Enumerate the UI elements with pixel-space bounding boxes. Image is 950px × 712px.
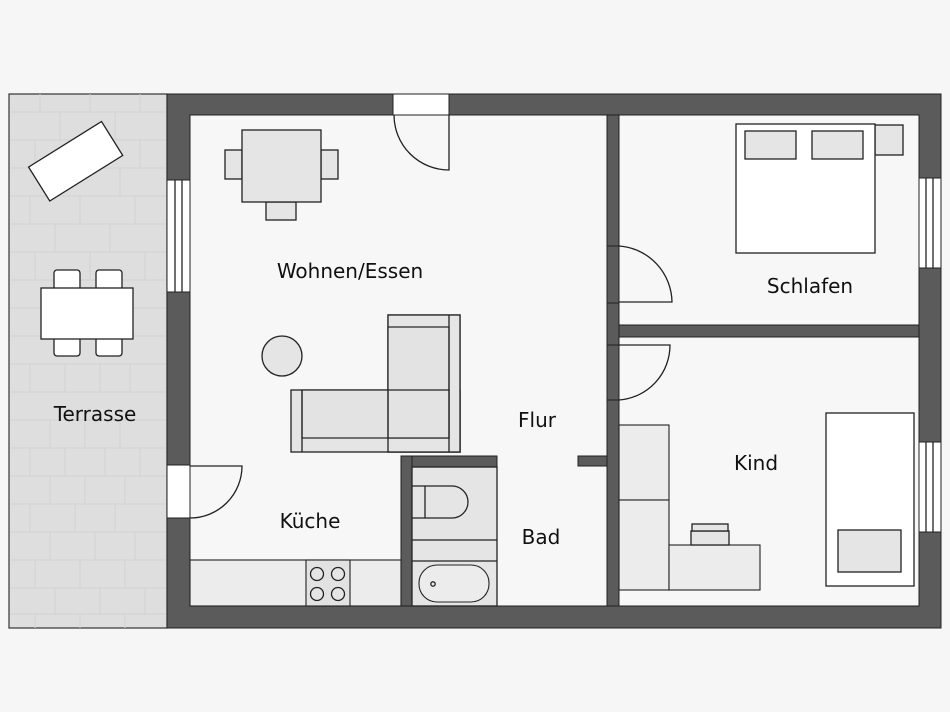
terrace-tiles <box>10 94 166 628</box>
bathroom-fixtures <box>411 466 498 607</box>
double-bed <box>735 123 904 254</box>
terrace-table-set <box>40 269 134 357</box>
single-bed <box>825 412 915 587</box>
schlafen-door[interactable] <box>618 245 673 303</box>
toilet-icon <box>412 485 469 519</box>
bathtub-icon <box>418 564 490 603</box>
entrance-door[interactable] <box>392 93 450 171</box>
kind-window <box>918 441 942 533</box>
room-label-kind: Kind <box>734 451 778 475</box>
room-label-bad: Bad <box>522 525 561 549</box>
room-label-schlafen: Schlafen <box>767 274 853 298</box>
terrace-area <box>8 93 168 629</box>
kind-door[interactable] <box>618 344 671 401</box>
round-side-table <box>261 335 303 377</box>
corner-sofa <box>290 314 461 453</box>
schlafen-window <box>918 177 942 269</box>
sun-lounger <box>27 120 124 202</box>
kids-wardrobe-desk <box>618 424 761 591</box>
interior-walls <box>400 114 920 607</box>
dining-table-set <box>224 129 339 221</box>
room-label-flur: Flur <box>518 408 557 432</box>
kitchen-counter <box>189 559 402 607</box>
terrace-door[interactable] <box>166 464 243 519</box>
room-label-terrasse: Terrasse <box>53 402 137 426</box>
room-label-kueche: Küche <box>280 509 341 533</box>
room-label-wohnen: Wohnen/Essen <box>277 259 423 283</box>
wohnen-window <box>166 179 191 293</box>
